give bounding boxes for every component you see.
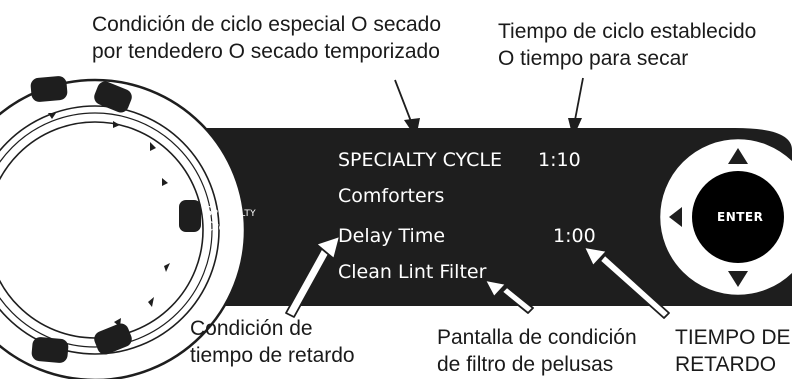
dial-position-key[interactable] — [179, 200, 201, 232]
selector-label: Specialty Cycles — [204, 205, 256, 235]
dial-indicator-icon — [164, 263, 170, 272]
dial-position-key[interactable] — [92, 321, 134, 357]
callout-cycle-condition: Condición de ciclo especial O secado por… — [92, 11, 441, 65]
callout-arrowhead — [315, 235, 341, 260]
callout-arrow-delay-time — [599, 254, 670, 319]
display-cycle-time: 1:10 — [538, 149, 581, 171]
callout-delay-time: TIEMPO DE RETARDO — [675, 324, 791, 378]
dial-position-key[interactable] — [31, 336, 69, 363]
down-arrow-icon[interactable] — [728, 271, 748, 287]
enter-label: ENTER — [717, 210, 764, 224]
display-selection: Comforters — [338, 185, 445, 207]
callout-arrow-cycle-condition — [394, 79, 413, 125]
callout-line: Condición de ciclo especial O secado — [92, 13, 442, 36]
selector-label-line: Cycles — [204, 220, 243, 235]
dial-indicator-icon — [148, 297, 154, 307]
up-arrow-icon[interactable] — [728, 148, 748, 164]
selector-label-line: Specialty — [204, 205, 256, 220]
callout-arrow-lint-filter — [501, 286, 534, 314]
callout-line: Condición de — [190, 317, 313, 340]
callout-arrowhead — [583, 246, 608, 267]
callout-line: RETARDO — [675, 353, 777, 376]
callout-arrowhead — [484, 279, 507, 298]
callout-line: Tiempo de ciclo establecido — [498, 20, 757, 43]
callout-line: de filtro de pelusas — [437, 353, 614, 376]
dial-indicator-icon — [113, 121, 120, 128]
callout-arrow-cycle-time — [574, 77, 584, 121]
callout-line: TIEMPO DE — [675, 326, 791, 349]
dial-indicator-icon — [114, 318, 121, 327]
display-delay-label: Delay Time — [338, 225, 446, 247]
display-panel — [150, 128, 792, 306]
callout-cycle-time: Tiempo de ciclo establecido O tiempo par… — [498, 18, 756, 72]
left-arrow-icon[interactable] — [669, 207, 682, 227]
dial-position-key[interactable] — [30, 75, 68, 102]
callout-line: por tendedero O secado temporizado — [92, 40, 440, 63]
callout-arrowhead — [404, 118, 420, 138]
dial-position-key[interactable] — [92, 79, 134, 115]
dial-indicator-icon — [162, 178, 168, 186]
callout-line: tiempo de retardo — [190, 344, 355, 367]
display-delay-time: 1:00 — [553, 225, 596, 247]
callout-line: O tiempo para secar — [498, 47, 689, 70]
display-cycle-name: SPECIALTY CYCLE — [338, 149, 502, 171]
callout-delay-condition: Condición de tiempo de retardo — [190, 315, 355, 369]
enter-button[interactable] — [692, 171, 784, 263]
dial-indicator-icon — [48, 113, 56, 119]
dial-indicator-icon — [150, 142, 156, 151]
display-lint-message: Clean Lint Filter — [338, 261, 487, 283]
callout-arrowhead — [568, 118, 582, 138]
callout-lint-filter: Pantalla de condición de filtro de pelus… — [437, 324, 637, 378]
cycle-selector-dial[interactable] — [0, 78, 247, 379]
callout-line: Pantalla de condición — [437, 326, 637, 349]
